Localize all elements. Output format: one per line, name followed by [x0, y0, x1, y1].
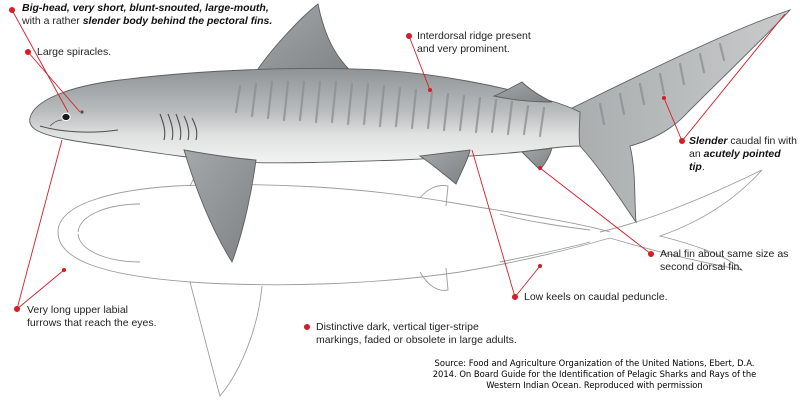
leader-dot-caudal: [678, 137, 686, 145]
leader-dot-interdorsal: [405, 32, 413, 40]
shark-body: [29, 68, 581, 164]
leader-spiracles: [27, 51, 81, 113]
leader-interdorsal: [408, 35, 431, 91]
label-spiracles: Large spiracles.: [37, 46, 112, 58]
label-anal-line1: Anal fin about same size as: [660, 248, 789, 260]
caudal-fin: [571, 9, 792, 224]
label-interdorsal: Interdorsal ridge present and very promi…: [417, 30, 567, 56]
leader-keels-1: [471, 149, 516, 298]
pectoral-fin: [183, 149, 257, 264]
label-caudal-emph: Slender: [689, 135, 728, 147]
tiger-stripes: [234, 42, 726, 138]
labial-furrow: [49, 119, 63, 127]
label-stripes-line2: markings, faded or obsolete in large adu…: [316, 334, 517, 346]
leader-anal: [539, 167, 652, 255]
leader-dot-anal: [647, 250, 655, 258]
leader-dot-keels: [511, 293, 519, 301]
label-caudal: Slender caudal fin with an acutely point…: [689, 135, 799, 174]
label-labial-line1: Very long upper labial: [27, 304, 128, 316]
leader-dot-stripes: [303, 323, 311, 331]
label-caudal-text-2: an: [689, 148, 704, 160]
source-credit: Source: Food and Agriculture Organizatio…: [392, 358, 797, 391]
leader-end-caudal-1: [661, 95, 667, 101]
label-caudal-text-3: .: [701, 161, 705, 173]
leader-end-anal: [537, 165, 543, 171]
anal-fin: [521, 147, 553, 171]
label-interdorsal-line2: and very prominent.: [417, 43, 510, 55]
label-head-emph: Big-head, very short, blunt-snouted, lar…: [22, 2, 269, 14]
leader-caudal-1: [663, 97, 683, 142]
gill-slits: [159, 113, 198, 141]
second-dorsal-fin: [492, 81, 553, 103]
label-anal-line2: second dorsal fin.: [660, 261, 743, 273]
leader-keels-2: [514, 265, 541, 298]
leader-caudal-2: [681, 13, 786, 142]
leader-end-labial: [61, 267, 67, 273]
label-stripes: Distinctive dark, vertical tiger-stripe …: [316, 321, 556, 347]
label-interdorsal-line1: Interdorsal ridge present: [417, 30, 531, 42]
leader-dot-head: [8, 6, 16, 14]
source-line1: Source: Food and Agriculture Organizatio…: [434, 358, 755, 368]
leader-head: [11, 9, 69, 113]
leader-end-keels: [537, 263, 543, 269]
mouth-line: [39, 125, 119, 133]
label-labial-line2: furrows that reach the eyes.: [27, 317, 157, 329]
source-line2: 2014. On Board Guide for the Identificat…: [432, 369, 757, 379]
label-anal: Anal fin about same size as second dorsa…: [660, 248, 800, 274]
label-stripes-line1: Distinctive dark, vertical tiger-stripe: [316, 321, 479, 333]
leader-lines: [8, 6, 786, 331]
label-caudal-text: caudal fin with: [727, 135, 797, 147]
pelvic-fin: [418, 149, 471, 185]
leader-labial-1: [16, 139, 63, 310]
label-head: Big-head, very short, blunt-snouted, lar…: [22, 2, 322, 28]
source-line3: Western Indian Ocean. Reproduced with pe…: [486, 380, 703, 390]
leader-labial-2: [16, 269, 65, 310]
label-head-text: with a rather: [22, 15, 83, 27]
leader-end-interdorsal: [427, 87, 433, 93]
label-keels: Low keels on caudal peduncle.: [524, 291, 668, 303]
eye: [61, 112, 71, 122]
label-labial: Very long upper labial furrows that reac…: [27, 304, 187, 330]
spiracle: [80, 110, 84, 114]
leader-dot-labial: [13, 305, 21, 313]
leader-dot-spiracles: [24, 48, 32, 56]
label-head-emph-2: slender body behind the pectoral fins.: [82, 15, 273, 27]
label-caudal-emph-2: acutely pointed tip: [689, 148, 781, 173]
